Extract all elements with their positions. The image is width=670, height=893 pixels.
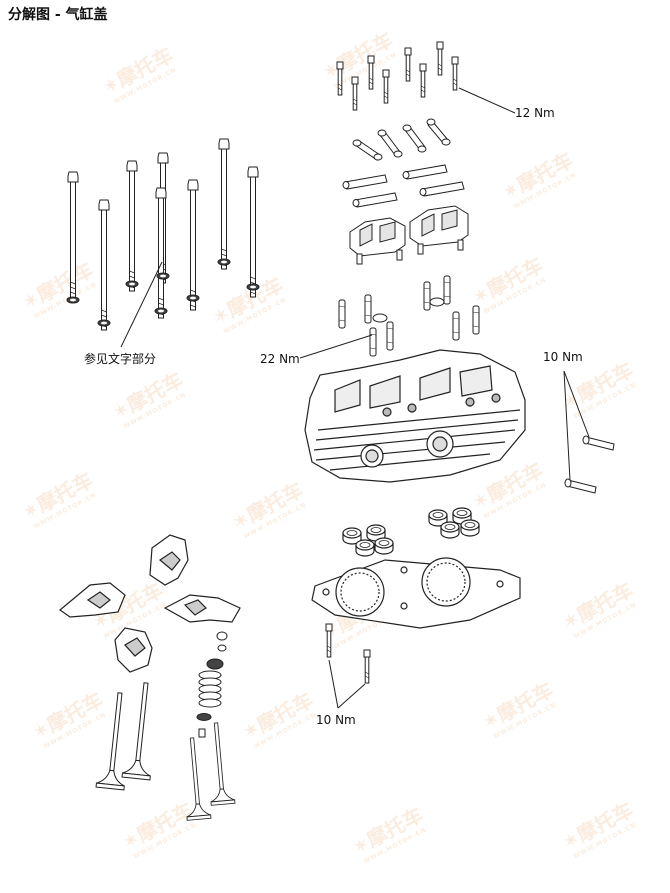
head-dowels	[564, 435, 615, 494]
leader-see-text	[120, 261, 163, 348]
cam-cap-bolts	[336, 41, 459, 111]
lower-bolts	[325, 623, 371, 684]
camshaft-carriers	[349, 205, 469, 265]
cylinder-head-gasket	[311, 557, 521, 629]
torque-label-22nm: 22 Nm	[260, 352, 300, 366]
cylinder-head-long-bolts	[66, 138, 260, 331]
torque-label-10nm-bottom: 10 Nm	[316, 713, 356, 727]
cylinder-head	[304, 349, 526, 483]
leader-10nm-right	[563, 370, 590, 481]
rocker-arms	[59, 534, 241, 673]
cylinder-head-studs	[338, 275, 480, 357]
valve-spring-assembly	[196, 631, 228, 738]
torque-label-10nm-right: 10 Nm	[543, 350, 583, 364]
leader-12nm	[458, 87, 516, 114]
page-title: 分解图 - 气缸盖	[8, 7, 108, 23]
oil-feed-links	[352, 118, 451, 161]
torque-label-12nm: 12 Nm	[515, 106, 555, 120]
rocker-shafts	[342, 164, 465, 208]
leader-22nm	[299, 334, 373, 359]
tappet-buckets	[342, 507, 480, 557]
leader-10nm-bottom	[328, 659, 366, 709]
see-text-label: 参见文字部分	[84, 352, 157, 366]
